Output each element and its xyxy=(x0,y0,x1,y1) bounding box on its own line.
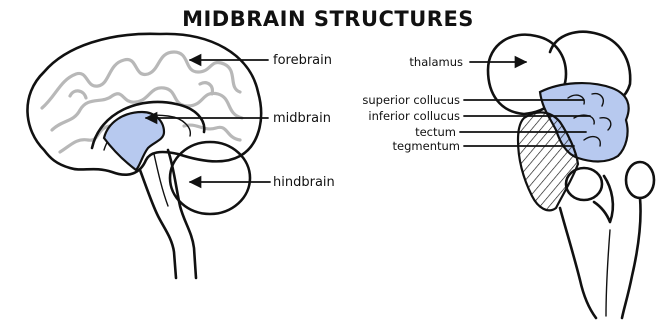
brain-sagittal-view: forebrain midbrain hindbrain xyxy=(27,34,334,278)
left-peduncle xyxy=(566,168,602,200)
hindbrain-label: hindbrain xyxy=(273,175,335,190)
midbrain-label: midbrain xyxy=(273,111,331,126)
medulla xyxy=(560,198,641,318)
cerebellum xyxy=(170,142,250,214)
medulla-fissure xyxy=(606,230,610,316)
right-peduncle xyxy=(626,162,654,198)
superior-colliculus-label: superior collucus xyxy=(362,93,460,107)
forebrain-label: forebrain xyxy=(273,53,332,68)
brainstem-inner xyxy=(154,154,168,206)
tegmentum-label: tegmentum xyxy=(393,139,460,153)
brainstem-front xyxy=(168,150,196,278)
inferior-colliculus-label: inferior collucus xyxy=(368,109,460,123)
brainstem-posterior-view: thalamus superior collucus inferior coll… xyxy=(362,32,654,318)
median-sulcus xyxy=(594,176,613,222)
tectum-label: tectum xyxy=(415,125,456,139)
diagram-title: MIDBRAIN STRUCTURES xyxy=(182,7,474,31)
thalamus-label: thalamus xyxy=(409,55,463,69)
